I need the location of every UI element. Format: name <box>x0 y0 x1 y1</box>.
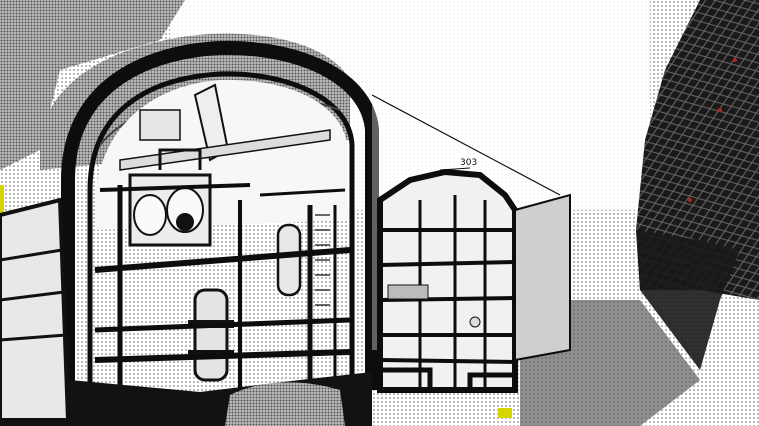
callout-303: 303 <box>439 158 477 171</box>
ladders <box>315 214 330 321</box>
callout-303-label: 303 <box>460 158 477 168</box>
left-outer-building <box>0 197 71 422</box>
containment-floors <box>94 183 351 420</box>
foundation-cut <box>225 382 345 426</box>
polar-crane <box>119 83 331 171</box>
pressurizer <box>276 223 302 297</box>
right-mesh-dome <box>636 0 759 370</box>
left-gray-mass <box>0 0 185 170</box>
yellow-edge-bottom <box>498 408 512 418</box>
auxiliary-building <box>371 90 571 393</box>
reactor-vessel <box>188 288 234 382</box>
